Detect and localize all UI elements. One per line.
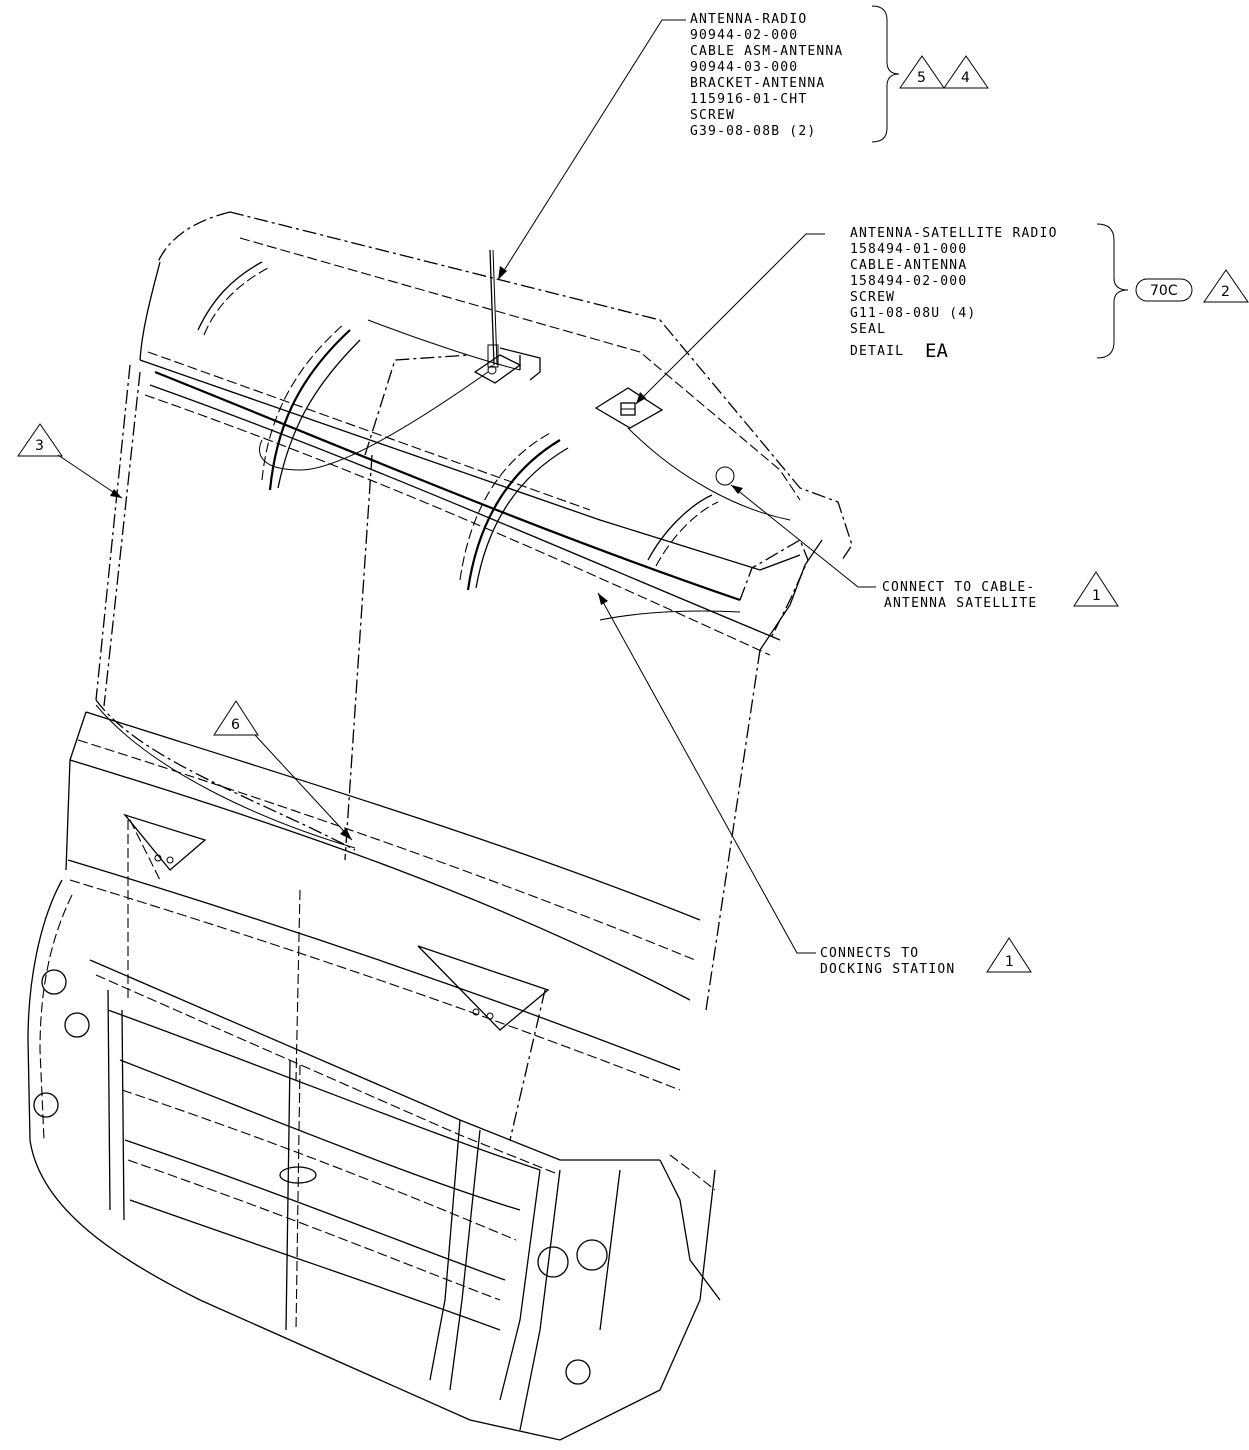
note-line: ANTENNA-RADIO <box>690 12 807 27</box>
flag-triangle <box>1073 571 1119 607</box>
flag-label: 5 <box>917 70 926 86</box>
flag-center: 6 <box>213 700 259 736</box>
flag-label: 4 <box>961 70 970 86</box>
truck-roof-fairing <box>139 211 853 656</box>
note-line: SCREW <box>690 108 735 123</box>
note-line: SCREW <box>850 290 895 305</box>
note-antenna-satellite: ANTENNA-SATELLITE RADIO 158494-01-000 CA… <box>850 223 1249 362</box>
note-line: CONNECTS TO <box>820 946 919 961</box>
note-line: DOCKING STATION <box>820 962 955 977</box>
flag-triangle <box>943 55 989 89</box>
flag-label: 6 <box>231 717 240 733</box>
leader-lines <box>57 19 876 954</box>
note-line: G39-08-08B (2) <box>690 124 816 139</box>
detail-id: EA <box>925 340 948 362</box>
radio-antenna <box>473 249 541 384</box>
note-connect-cable: CONNECT TO CABLE- ANTENNA SATELLITE 1 <box>882 571 1119 611</box>
note-line: CONNECT TO CABLE- <box>882 580 1035 595</box>
flag-label: 1 <box>1005 954 1014 970</box>
note-line: 115916-01-CHT <box>690 92 807 107</box>
flag-label: 1 <box>1092 588 1101 604</box>
callout-label: 70C <box>1150 283 1178 299</box>
callout-bubble <box>1135 278 1193 302</box>
note-line: CABLE ASM-ANTENNA <box>690 44 843 59</box>
note-line: G11-08-08U (4) <box>850 306 976 321</box>
detail-prefix: DETAIL <box>850 344 904 359</box>
note-line: CABLE-ANTENNA <box>850 258 967 273</box>
bumper-grille <box>27 879 721 1441</box>
note-line: 158494-01-000 <box>850 242 967 257</box>
flag-triangle <box>899 55 945 89</box>
satellite-antenna <box>594 387 735 486</box>
brace <box>1096 223 1129 359</box>
flag-triangle <box>17 423 63 457</box>
note-line: ANTENNA SATELLITE <box>884 596 1037 611</box>
flag-triangle <box>986 937 1032 973</box>
flag-triangle <box>213 700 259 736</box>
flag-label: 3 <box>35 438 44 454</box>
note-line: 90944-03-000 <box>690 60 798 75</box>
flag-triangle <box>1203 269 1249 303</box>
note-connects-docking: CONNECTS TO DOCKING STATION 1 <box>820 937 1032 977</box>
note-line: 158494-02-000 <box>850 274 967 289</box>
brace <box>871 5 900 143</box>
note-line: SEAL <box>850 322 886 337</box>
note-antenna-radio: ANTENNA-RADIO 90944-02-000 CABLE ASM-ANT… <box>690 5 989 143</box>
note-line: ANTENNA-SATELLITE RADIO <box>850 226 1058 241</box>
windshield <box>95 364 761 1011</box>
note-line: BRACKET-ANTENNA <box>690 76 825 91</box>
flag-label: 2 <box>1221 284 1230 300</box>
flag-left: 3 <box>17 423 63 457</box>
note-line: 90944-02-000 <box>690 28 798 43</box>
cab-front-body <box>65 711 701 1141</box>
